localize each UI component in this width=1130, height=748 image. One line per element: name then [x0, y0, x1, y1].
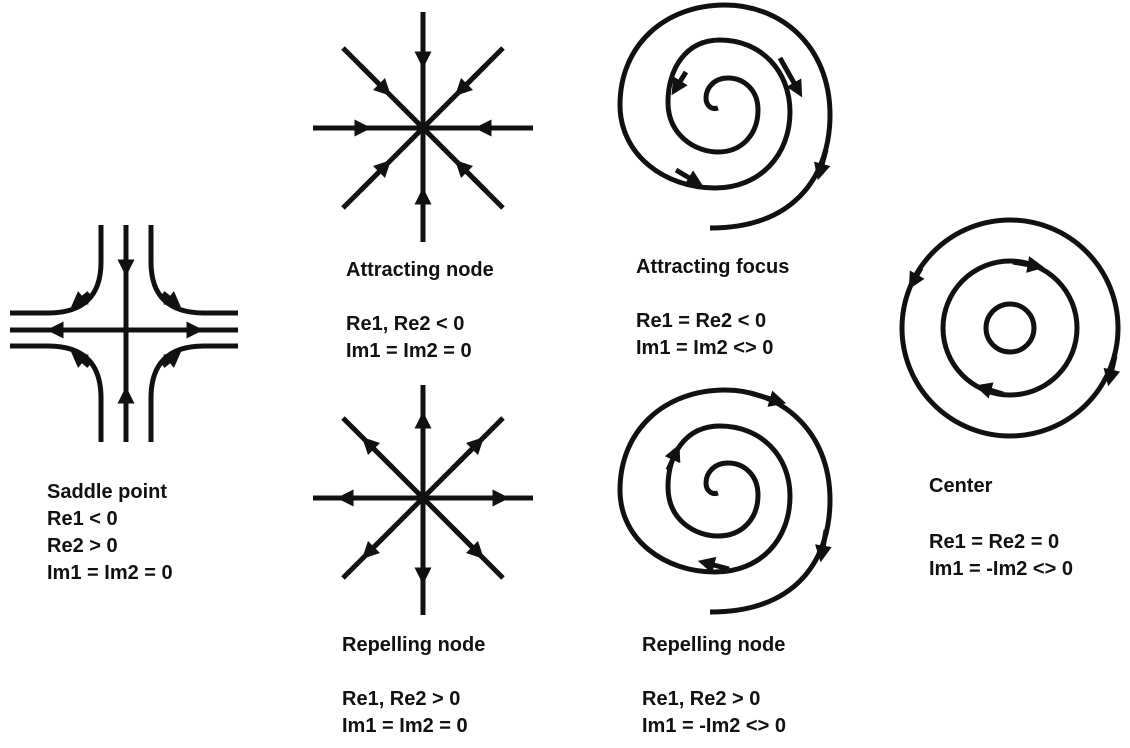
repelling-focus-arrow [815, 529, 832, 563]
attracting-focus-im: Im1 = Im2 <> 0 [636, 337, 774, 359]
attracting-focus-arrow [814, 149, 831, 181]
attracting-node-arrow [454, 63, 488, 97]
attracting-focus-re: Re1 = Re2 < 0 [636, 310, 767, 332]
attracting-focus-portrait [617, 2, 833, 231]
repelling-node-arrow [451, 436, 485, 470]
saddle-curve-top-right [148, 225, 238, 316]
attracting-focus-spiral [617, 2, 833, 231]
center-title: Center [929, 475, 993, 497]
saddle-curve-arrow-bl [70, 350, 91, 368]
repelling-focus-spiral [617, 387, 833, 615]
attracting-focus-arrow [674, 167, 704, 187]
attracting-node-arrow [358, 63, 392, 97]
attracting-node-im: Im1 = Im2 = 0 [346, 340, 472, 362]
saddle-curve-bottom-right [148, 343, 238, 442]
repelling-node-title: Repelling node [342, 634, 486, 656]
repelling-focus-arrow [664, 444, 681, 472]
center-arrow [1012, 256, 1045, 273]
center-arrow [974, 382, 1004, 399]
repelling-focus-arrow [697, 556, 730, 574]
saddle-point-portrait [10, 225, 238, 442]
attracting-node-arrow [358, 159, 392, 193]
attracting-focus-arrow [671, 70, 689, 96]
attracting-focus-arrow [777, 56, 803, 98]
attracting-focus-title: Attracting focus [636, 256, 790, 278]
center-im: Im1 = -Im2 <> 0 [929, 558, 1073, 580]
saddle-curve-bottom-left [10, 343, 104, 442]
center-re: Re1 = Re2 = 0 [929, 531, 1060, 553]
center-orbit-inner [983, 301, 1037, 355]
attracting-node-portrait [313, 12, 533, 242]
center-arrow [908, 266, 925, 290]
center-orbit-outer [899, 217, 1121, 439]
saddle-point-title: Saddle point [47, 481, 167, 503]
attracting-node-arrow [454, 159, 488, 193]
repelling-node-portrait [313, 385, 533, 615]
repelling-focus-arrow [749, 390, 787, 407]
saddle-point-re1: Re1 < 0 [47, 508, 118, 530]
repelling-node-arrow [361, 526, 395, 560]
repelling-node-im: Im1 = Im2 = 0 [342, 715, 468, 737]
repelling-focus-title: Repelling node [642, 634, 786, 656]
repelling-node-arrow [361, 436, 395, 470]
repelling-focus-im: Im1 = -Im2 <> 0 [642, 715, 786, 737]
repelling-focus-portrait [617, 387, 833, 615]
attracting-node-re: Re1, Re2 < 0 [346, 313, 465, 335]
repelling-node-re: Re1, Re2 > 0 [342, 688, 461, 710]
repelling-node-arrow [451, 526, 485, 560]
center-portrait [899, 217, 1121, 439]
saddle-curve-arrow-br [161, 350, 182, 368]
center-orbit-middle [940, 258, 1080, 398]
saddle-curve-arrow-tl [70, 291, 91, 309]
saddle-point-im: Im1 = Im2 = 0 [47, 562, 173, 584]
center-arrow [1103, 355, 1121, 387]
repelling-focus-re: Re1, Re2 > 0 [642, 688, 761, 710]
attracting-node-title: Attracting node [346, 259, 494, 281]
saddle-point-re2: Re2 > 0 [47, 535, 118, 557]
saddle-curve-arrow-tr [161, 291, 182, 309]
saddle-curve-top-left [10, 225, 104, 316]
